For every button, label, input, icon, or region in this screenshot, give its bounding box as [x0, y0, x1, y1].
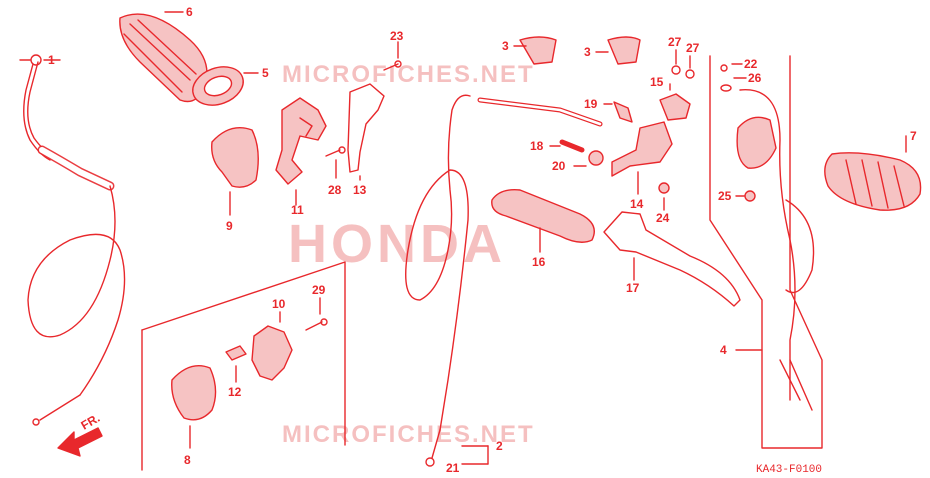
callout-17: 17 — [626, 281, 640, 295]
callout-13: 13 — [353, 183, 367, 197]
screw-18 — [549, 139, 585, 153]
clip-12 — [225, 345, 247, 383]
bolt-27b — [685, 55, 695, 79]
screw-22 — [720, 63, 743, 72]
callout-12: 12 — [228, 385, 242, 399]
lever-holder-clamp — [659, 83, 691, 121]
clutch-lever — [603, 211, 741, 307]
bolt-29 — [305, 297, 328, 331]
housing-part-10 — [251, 311, 293, 381]
callout-14: 14 — [630, 197, 644, 211]
throttle-cable — [23, 54, 126, 426]
watermark-center: HONDA — [288, 214, 506, 274]
bolt-28 — [325, 146, 346, 179]
callout-27a: 27 — [668, 35, 682, 49]
callout-4: 4 — [720, 343, 727, 357]
cable-cover-plate — [347, 83, 385, 181]
reference-code: KA43-F0100 — [756, 464, 822, 476]
throttle-housing-upper — [275, 97, 327, 206]
callout-19: 19 — [584, 97, 598, 111]
watermark: MICROFICHES.NET HONDA MICROFICHES.NET — [282, 61, 535, 448]
pivot-bolt-19 — [603, 101, 633, 123]
housing-part-8 — [171, 365, 217, 449]
inset-frame — [141, 261, 346, 471]
callout-24: 24 — [656, 211, 670, 225]
nut-24 — [658, 182, 670, 211]
callout-2: 2 — [496, 439, 503, 453]
callout-25: 25 — [718, 189, 732, 203]
watermark-bottom: MICROFICHES.NET — [282, 421, 535, 448]
screw-23 — [383, 41, 402, 71]
callout-10: 10 — [272, 297, 286, 311]
direction-arrow-fr — [57, 427, 103, 457]
callout-28: 28 — [328, 183, 342, 197]
callout-3a: 3 — [502, 39, 509, 53]
callout-16: 16 — [532, 255, 546, 269]
callout-9: 9 — [226, 219, 233, 233]
callout-1: 1 — [48, 53, 55, 67]
callout-11: 11 — [291, 203, 304, 217]
watermark-top: MICROFICHES.NET — [282, 61, 535, 88]
callout-27b: 27 — [686, 41, 700, 55]
cable-clamp-3b — [595, 36, 641, 65]
callout-29: 29 — [312, 283, 326, 297]
callout-8: 8 — [184, 453, 191, 467]
throttle-housing-lower — [211, 127, 259, 216]
washer-26 — [720, 77, 747, 92]
callout-22: 22 — [744, 57, 758, 71]
callout-5: 5 — [262, 66, 269, 80]
nut-20 — [573, 150, 604, 167]
callout-6: 6 — [186, 5, 193, 19]
nut-25 — [735, 190, 756, 202]
left-grip — [824, 135, 922, 211]
callout-21: 21 — [446, 461, 460, 475]
callout-23: 23 — [390, 29, 404, 43]
clutch-cable — [405, 94, 603, 467]
bolt-27a — [671, 49, 681, 75]
callout-3b: 3 — [584, 45, 591, 59]
switch-assembly — [709, 55, 823, 449]
lever-bracket — [611, 121, 673, 195]
cable-clamp-3a — [513, 36, 557, 65]
callout-15: 15 — [650, 75, 664, 89]
callout-18: 18 — [530, 139, 544, 153]
grip-flange — [192, 66, 259, 106]
callout-20: 20 — [552, 159, 566, 173]
callout-7: 7 — [910, 129, 917, 143]
callout-26: 26 — [748, 71, 762, 85]
lever-cover — [491, 189, 595, 253]
